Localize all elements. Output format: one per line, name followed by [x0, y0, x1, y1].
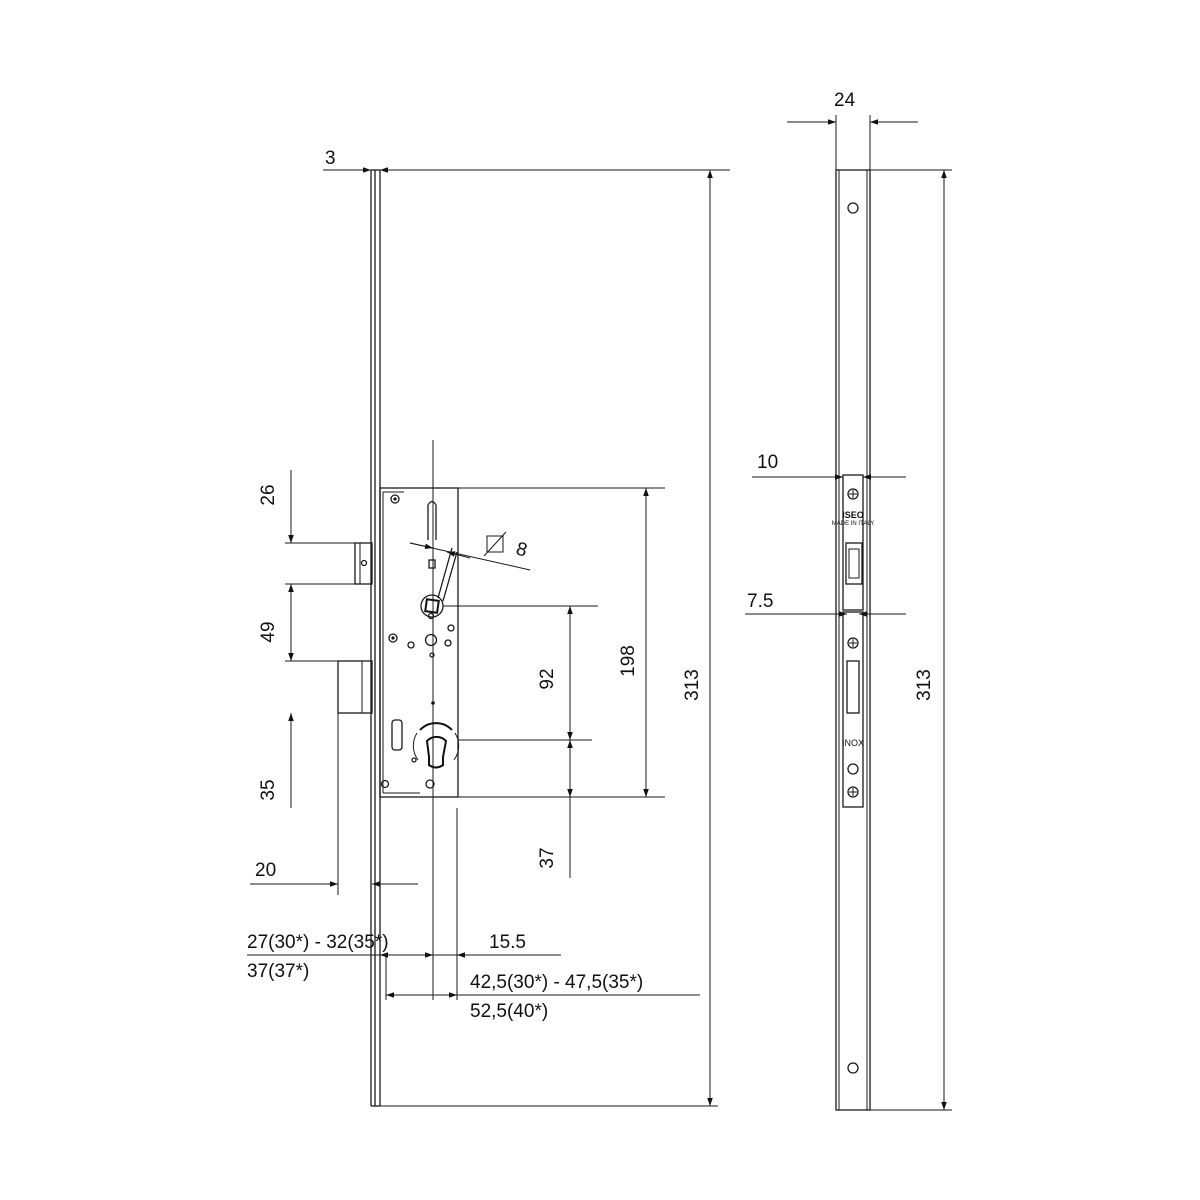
front-view: 3 313 198 92 37 26 49 35 20 8 27(30*) - … [247, 148, 730, 1107]
side-view: ISEO MADE IN ITALY INOX [745, 90, 952, 1111]
dim-backset-bottom-line2: 52,5(40*) [470, 1001, 548, 1022]
side-dimension-lines [745, 115, 952, 1111]
side-bolt-face: INOX [842, 611, 864, 808]
dim-backset-top-line1: 27(30*) - 32(35*) [247, 932, 389, 953]
front-faceplate [370, 169, 381, 1107]
dim-case-height: 198 [618, 645, 639, 677]
dim-bolt-width: 7.5 [747, 591, 773, 612]
dim-latch-width: 10 [757, 452, 778, 473]
front-extension-lines [285, 169, 730, 1107]
dim-latch-to-bolt: 49 [258, 621, 279, 642]
side-latch [845, 542, 863, 585]
dim-overall-height: 313 [682, 669, 703, 701]
brand-logo: ISEO [842, 510, 864, 520]
screw-top-icon [847, 488, 859, 500]
screw-bottom-icon [847, 786, 859, 798]
dim-backset-cylinder: 15.5 [489, 932, 526, 953]
lock-case [379, 487, 460, 798]
dim-latch-offset: 26 [258, 484, 279, 505]
dim-side-overall-height: 313 [914, 669, 935, 701]
dim-spindle-square: 8 [514, 539, 530, 562]
dim-bolt-projection: 20 [255, 860, 276, 881]
front-dimension-text: 3 313 198 92 37 26 49 35 20 8 27(30*) - … [247, 148, 703, 1022]
front-dimension-lines [247, 167, 713, 1106]
latch [354, 542, 373, 585]
side-lock-face: ISEO MADE IN ITALY [832, 474, 874, 611]
dim-faceplate-thickness: 3 [325, 148, 336, 169]
square-symbol-icon [483, 531, 507, 557]
side-faceplate [835, 169, 871, 1111]
dim-follower-to-cylinder: 92 [537, 668, 558, 689]
deadbolt [337, 660, 373, 714]
screw-mid-icon [847, 637, 859, 649]
dim-cylinder-to-bottom: 37 [537, 847, 558, 868]
material-label: INOX [842, 738, 864, 748]
side-dimension-text: 24 313 10 7.5 [747, 90, 935, 701]
dim-faceplate-width: 24 [834, 90, 856, 111]
dim-backset-bottom-line1: 42,5(30*) - 47,5(35*) [470, 972, 643, 993]
dim-backset-top-line2: 37(37*) [247, 961, 309, 982]
dim-bolt-height: 35 [258, 779, 279, 800]
origin-label: MADE IN ITALY [832, 521, 874, 527]
